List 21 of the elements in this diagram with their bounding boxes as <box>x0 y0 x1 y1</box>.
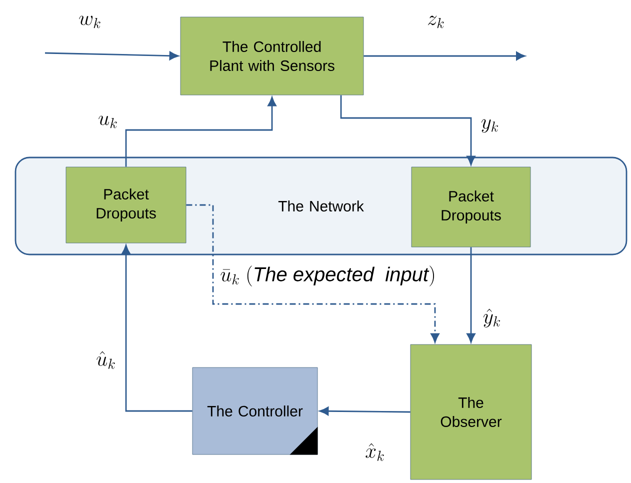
edge-label: $w_k$ <box>79 16 100 28</box>
arrow <box>122 244 192 412</box>
edge-label: $\hat{u}_k$ <box>96 351 115 369</box>
observer-box: The Observer <box>410 344 532 480</box>
edge-label: $\bar{u}_k\ (\mathit{The\ expected\ \ input})$ <box>220 266 434 286</box>
input-arrow <box>44 51 179 60</box>
plant-box: The Controlled Plant with Sensors <box>180 16 364 96</box>
arrow <box>125 96 276 167</box>
arrow <box>340 95 476 166</box>
edge-label: $\hat{x}_k$ <box>366 443 384 461</box>
edge-label: $y_k$ <box>481 119 498 133</box>
arrow <box>466 247 476 343</box>
output-arrow <box>364 52 526 60</box>
edge-label: $u_k$ <box>98 116 117 128</box>
edge-label: $z_k$ <box>428 16 444 28</box>
controller-box: The Controller <box>192 367 318 455</box>
edge-label: $\hat{y}_k$ <box>483 308 500 328</box>
arrow <box>319 406 410 416</box>
packet-dropout-box: Packet Dropouts <box>411 166 531 248</box>
packet-dropout-box: Packet Dropouts <box>66 166 186 244</box>
arrow <box>186 204 440 343</box>
